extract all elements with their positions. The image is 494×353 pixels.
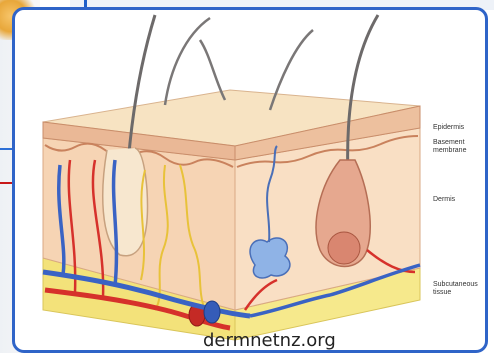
label-subcutaneous-tissue: Subcutaneous tissue: [433, 281, 481, 297]
hair-2: [165, 18, 210, 105]
vein-cut-end: [204, 301, 220, 323]
sweat-gland-coil: [250, 238, 290, 278]
hair-3: [200, 40, 225, 100]
skin-cross-section: [15, 10, 485, 350]
label-epidermis: Epidermis: [433, 124, 481, 132]
diagram-frame: Epidermis Basement membrane Dermis Subcu…: [12, 7, 488, 353]
credit-text: dermnetnz.org: [203, 330, 336, 351]
label-dermis: Dermis: [433, 196, 481, 204]
hair-bulb-right: [328, 232, 360, 264]
label-basement-membrane: Basement membrane: [433, 139, 481, 155]
